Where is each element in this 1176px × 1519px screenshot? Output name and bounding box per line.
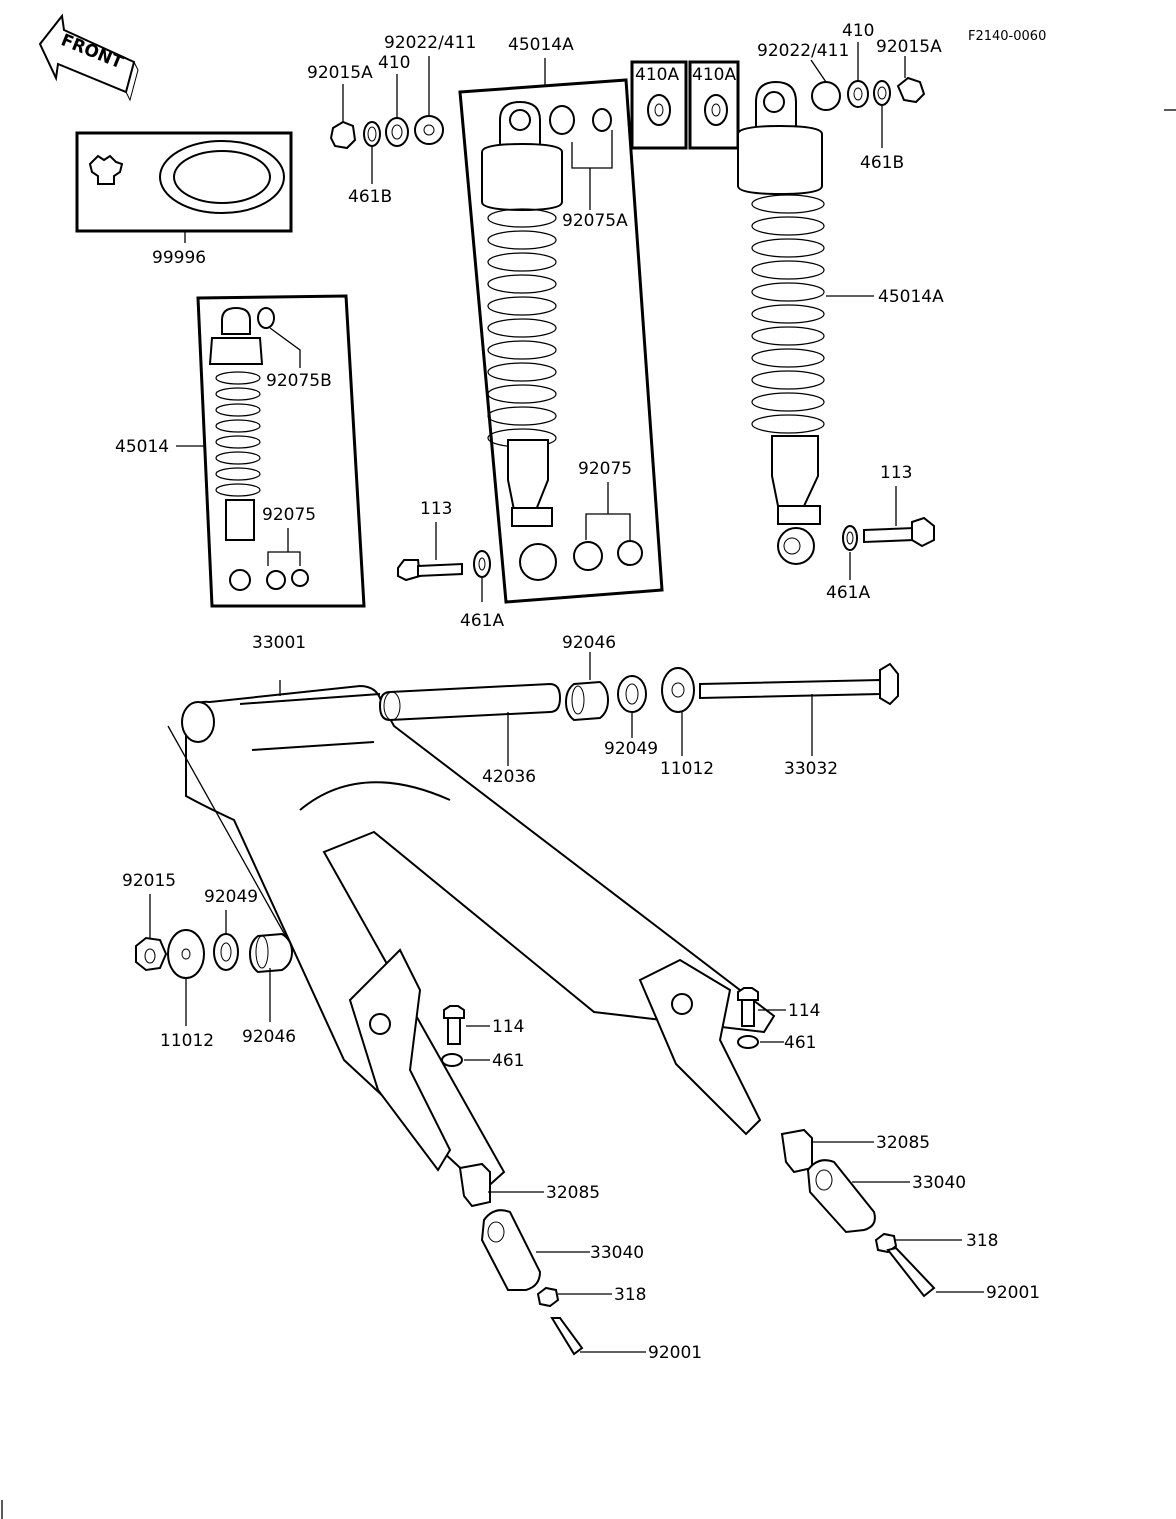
pivot-hardware-left [135,894,294,1026]
label-92022-411-left: 92022/411 [384,33,476,53]
label-461A-left: 461A [460,611,504,631]
label-92015: 92015 [122,871,176,891]
washer-410A-1 [630,60,688,150]
label-33032: 33032 [784,759,838,779]
label-45014A-right: 45014A [878,287,944,307]
label-410A-2: 410A [692,65,736,85]
label-11012-left: 11012 [160,1031,214,1051]
pivot-hardware [378,652,899,766]
label-45014: 45014 [115,437,169,457]
shock-kit-45014 [176,294,366,608]
label-92001-left: 92001 [648,1343,702,1363]
bolt-114-left [441,1005,490,1067]
label-33001: 33001 [252,633,306,653]
label-461A-right: 461A [826,583,870,603]
label-92049-top: 92049 [604,739,658,759]
label-92049-left: 92049 [204,887,258,907]
adjuster-group-left [458,1162,646,1356]
label-410-right: 410 [842,21,874,41]
label-113-left: 113 [420,499,452,519]
label-33040-right: 33040 [912,1173,966,1193]
bolt-114-right [737,987,786,1049]
washer-410A-2 [688,60,740,150]
label-42036: 42036 [482,767,536,787]
label-99996: 99996 [152,248,206,268]
label-92046-top: 92046 [562,633,616,653]
label-410-left: 410 [378,53,410,73]
bolt-113-left [397,522,491,602]
label-33040-left: 33040 [590,1243,644,1263]
hardware-top-right [810,42,926,148]
label-410A-1: 410A [635,65,679,85]
label-92015A-left: 92015A [307,63,373,83]
label-461B-left: 461B [348,187,392,207]
label-32085-left: 32085 [546,1183,600,1203]
hardware-top-left [329,56,444,184]
label-461B-right: 461B [860,153,904,173]
label-92075-left: 92075 [262,505,316,525]
label-32085-right: 32085 [876,1133,930,1153]
label-92022-411-right: 92022/411 [757,41,849,61]
kit-99996 [75,131,293,243]
label-461-left: 461 [492,1051,524,1071]
label-114-left: 114 [492,1017,524,1037]
adjuster-group-right [780,1128,984,1298]
label-92075A: 92075A [562,211,628,231]
label-461-right: 461 [784,1033,816,1053]
shock-kit-45014A [458,58,664,604]
label-92075B: 92075B [266,371,332,391]
label-45014A-top: 45014A [508,35,574,55]
label-113-right: 113 [880,463,912,483]
label-92075-mid: 92075 [578,459,632,479]
label-92001-right: 92001 [986,1283,1040,1303]
bolt-113-right [842,486,935,580]
front-arrow-icon: FRONT [38,13,139,102]
diagram-code: F2140-0060 [968,29,1046,44]
label-114-right: 114 [788,1001,820,1021]
label-92046-left: 92046 [242,1027,296,1047]
shock-45014A-right [737,80,874,565]
label-318-left: 318 [614,1285,646,1305]
label-318-right: 318 [966,1231,998,1251]
label-11012-top: 11012 [660,759,714,779]
label-92015A-right: 92015A [876,37,942,57]
